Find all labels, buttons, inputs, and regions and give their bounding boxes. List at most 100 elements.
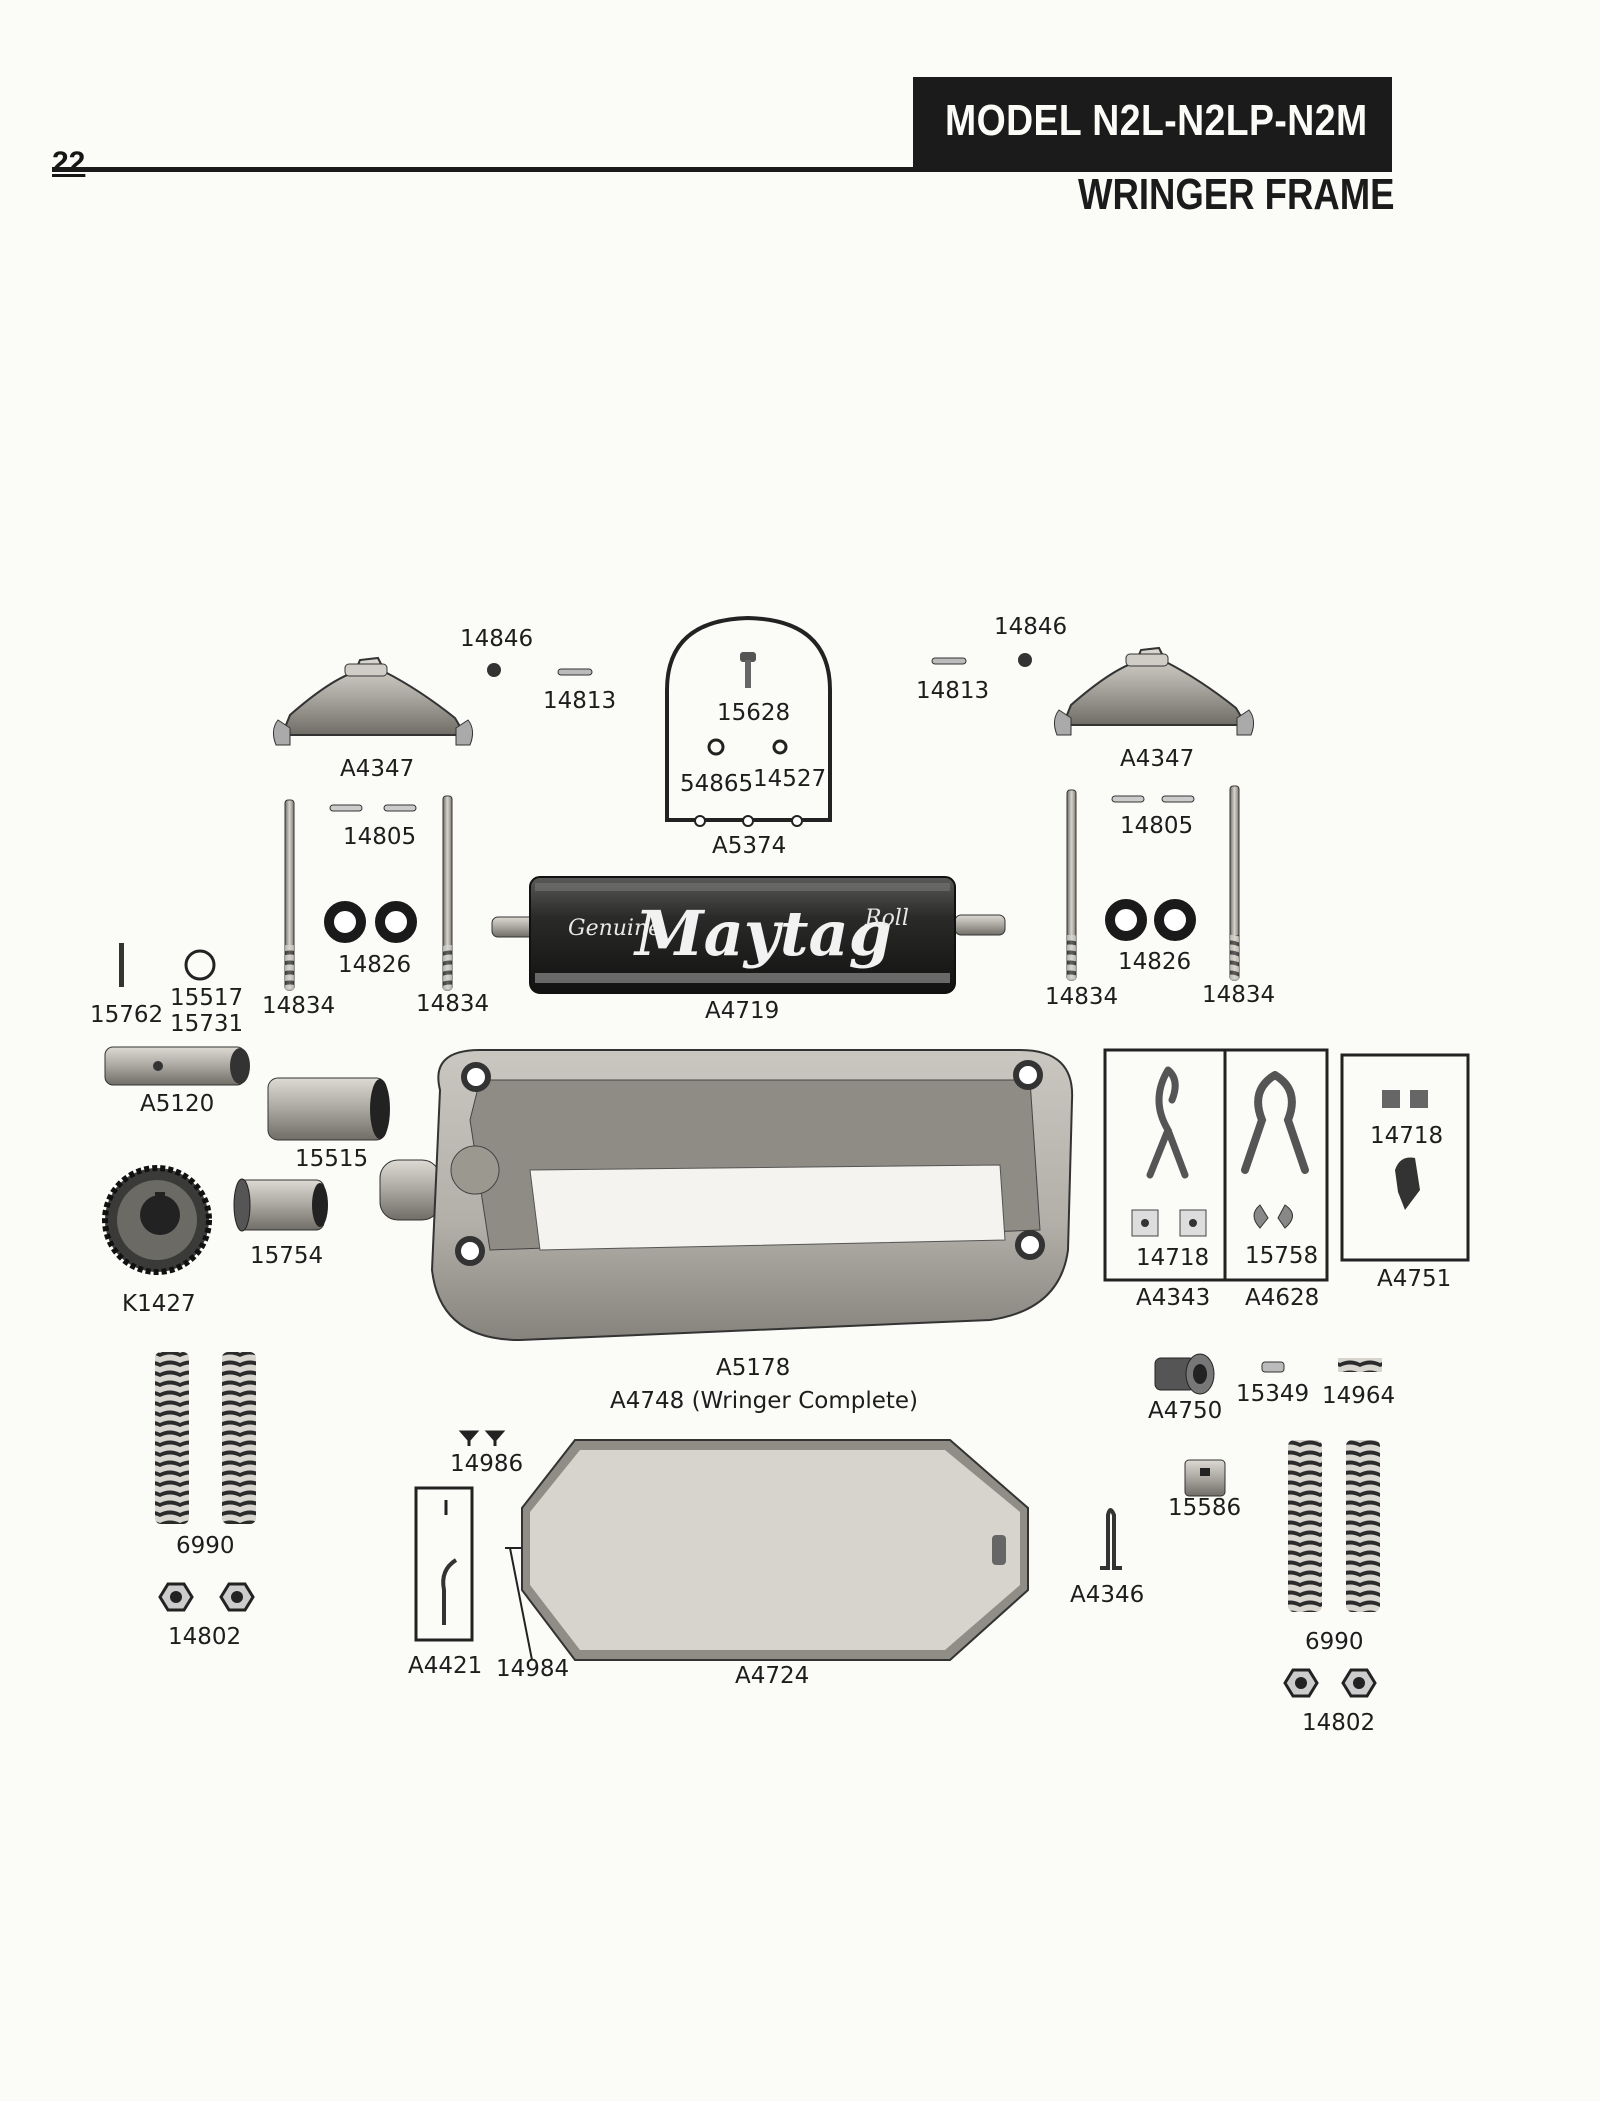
label-14527: 14527 (753, 766, 827, 792)
label-15586: 15586 (1168, 1495, 1242, 1521)
label-a4347-left: A4347 (340, 756, 415, 782)
a4751-box (1340, 1053, 1470, 1262)
bushing-15754 (233, 1178, 328, 1232)
screw-14846-left (487, 663, 501, 677)
ring-15517 (184, 949, 216, 981)
block-15586 (1184, 1459, 1226, 1497)
pin-14813-right (931, 657, 967, 665)
washer-14826-left-b (375, 901, 417, 943)
label-14718-b: 14718 (1370, 1123, 1444, 1149)
label-a4421: A4421 (408, 1653, 483, 1679)
page-number: 22 (52, 146, 86, 179)
roll-script-left: Genuine (568, 916, 661, 941)
label-14834-a: 14834 (262, 993, 336, 1019)
nut-14802-right-b (1341, 1668, 1377, 1698)
spring-6990-left-a (155, 1352, 189, 1524)
pin-14805-left-a (329, 804, 363, 812)
a4347-left-cover (272, 656, 474, 746)
washer-54865 (707, 738, 725, 756)
label-a4628: A4628 (1245, 1285, 1320, 1311)
spring-6990-left-b (222, 1352, 256, 1524)
label-6990-right: 6990 (1305, 1629, 1364, 1655)
pin-14805-left-b (383, 804, 417, 812)
a4343-a4628-box (1103, 1048, 1329, 1282)
pin-15349 (1261, 1361, 1285, 1373)
page-subtitle: WRINGER FRAME (1078, 170, 1395, 219)
label-14805-right: 14805 (1120, 813, 1194, 839)
rod-14834-c (1066, 789, 1077, 981)
label-15517: 15517 (170, 985, 244, 1011)
label-15628: 15628 (717, 700, 791, 726)
label-15731: 15731 (170, 1011, 244, 1037)
page-title: MODEL N2L-N2LP-N2M (945, 96, 1368, 145)
label-14846-right: 14846 (994, 614, 1068, 640)
rivets-14986 (458, 1430, 506, 1446)
a4421-box (414, 1486, 474, 1642)
label-15349: 15349 (1236, 1381, 1310, 1407)
label-14813-left: 14813 (543, 688, 617, 714)
a4347-right-cover (1053, 646, 1255, 736)
nut-14802-left-b (219, 1582, 255, 1612)
label-a4724: A4724 (735, 1663, 810, 1689)
label-6990-left: 6990 (176, 1533, 235, 1559)
label-a4748: A4748 (Wringer Complete) (610, 1388, 919, 1414)
label-a4719: A4719 (705, 998, 780, 1024)
roll-brand: Maytag (633, 897, 892, 970)
rod-14834-b (442, 795, 453, 991)
label-54865: 54865 (680, 771, 754, 797)
pin-15762 (119, 943, 124, 987)
a5374-gasket (665, 615, 832, 827)
title-banner (913, 77, 1392, 169)
screw-14846-right (1018, 653, 1032, 667)
washer-14826-left-a (324, 901, 366, 943)
roll-script-right: Roll (864, 906, 909, 931)
label-14984: 14984 (496, 1656, 570, 1682)
label-a4750: A4750 (1148, 1398, 1223, 1424)
spring-6990-right-a (1288, 1440, 1322, 1612)
label-14805-left: 14805 (343, 824, 417, 850)
a5120-tube (104, 1046, 250, 1086)
label-14802-right: 14802 (1302, 1710, 1376, 1736)
label-14813-right: 14813 (916, 678, 990, 704)
label-15754: 15754 (250, 1243, 324, 1269)
label-14964: 14964 (1322, 1383, 1396, 1409)
label-15515: 15515 (295, 1146, 369, 1172)
label-14834-c: 14834 (1045, 984, 1119, 1010)
label-14834-b: 14834 (416, 991, 490, 1017)
label-15758: 15758 (1245, 1243, 1319, 1269)
label-a4751: A4751 (1377, 1266, 1452, 1292)
spring-6990-right-b (1346, 1440, 1380, 1612)
label-14846-left: 14846 (460, 626, 534, 652)
label-a4347-right: A4347 (1120, 746, 1195, 772)
label-15762: 15762 (90, 1002, 164, 1028)
label-14718-a: 14718 (1136, 1245, 1210, 1271)
washer-14826-right-a (1105, 899, 1147, 941)
pin-14813-left (557, 668, 593, 676)
pin-14805-right-a (1111, 795, 1145, 803)
a5178-wringer-frame (379, 1049, 1074, 1342)
header-rule (52, 167, 1392, 172)
nut-14802-left-a (158, 1582, 194, 1612)
a4750-nozzle (1154, 1353, 1215, 1395)
sleeve-15515 (267, 1077, 390, 1141)
label-14826-right: 14826 (1118, 949, 1192, 975)
spring-14964 (1338, 1358, 1382, 1372)
label-k1427: K1427 (122, 1291, 196, 1317)
label-a5120: A5120 (140, 1091, 215, 1117)
label-a4346: A4346 (1070, 1582, 1145, 1608)
label-a4343: A4343 (1136, 1285, 1211, 1311)
a4724-cover-plate (521, 1439, 1029, 1661)
nut-14802-right-a (1283, 1668, 1319, 1698)
washer-14826-right-b (1154, 899, 1196, 941)
a4346-clip (1100, 1508, 1122, 1570)
label-a5374: A5374 (712, 833, 787, 859)
label-14834-d: 14834 (1202, 982, 1276, 1008)
k1427-gear (102, 1165, 212, 1275)
screw-15628 (740, 652, 756, 688)
label-14802-left: 14802 (168, 1624, 242, 1650)
label-14826-left: 14826 (338, 952, 412, 978)
pin-14805-right-b (1161, 795, 1195, 803)
washer-14527 (772, 739, 788, 755)
